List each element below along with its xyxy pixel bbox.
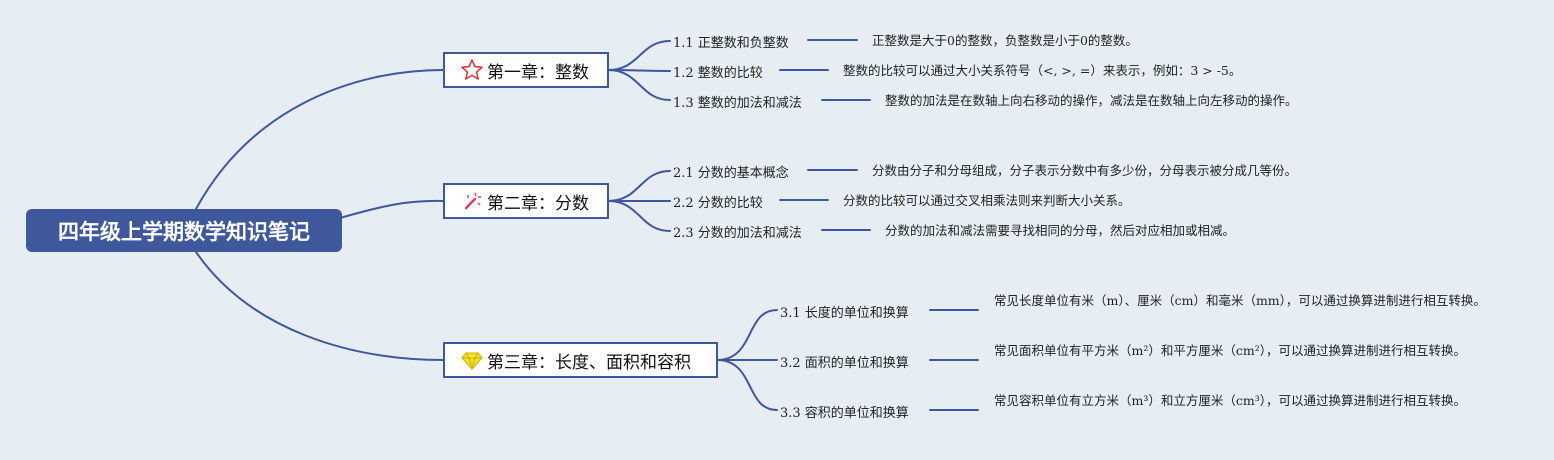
star-icon bbox=[460, 58, 484, 82]
chapter-3-title: 第三章：长度、面积和容积 bbox=[487, 352, 691, 373]
topic-3-1[interactable]: 3.1 长度的单位和换算 bbox=[780, 306, 909, 321]
topic-1-2-desc: 整数的比较可以通过大小关系符号（<, >, =）来表示，例如：3 > -5。 bbox=[843, 63, 1242, 78]
ch2-branch-1 bbox=[607, 170, 671, 202]
root-link-ch3 bbox=[195, 251, 445, 361]
topic-3-3-desc: 常见容积单位有立方米（m³）和立方厘米（cm³），可以通过换算进制进行相互转换。 bbox=[994, 393, 1466, 408]
topic-2-1[interactable]: 2.1 分数的基本概念 bbox=[673, 166, 789, 181]
topic-1-2[interactable]: 1.2 整数的比较 bbox=[673, 66, 763, 81]
topic-3-1-desc: 常见长度单位有米（m）、厘米（cm）和毫米（mm），可以通过换算进制进行相互转换… bbox=[994, 293, 1486, 308]
topic-1-1[interactable]: 1.1 正整数和负整数 bbox=[673, 36, 789, 51]
topic-1-1-desc: 正整数是大于0的整数，负整数是小于0的整数。 bbox=[872, 33, 1138, 48]
ch1-branch-3 bbox=[607, 69, 671, 101]
chapter-3-node[interactable]: 第三章：长度、面积和容积 bbox=[443, 342, 718, 378]
diamond-icon bbox=[460, 348, 484, 372]
chapter-1-node[interactable]: 第一章：整数 bbox=[443, 52, 609, 88]
ch3-branch-3 bbox=[716, 359, 778, 411]
topic-1-3[interactable]: 1.3 整数的加法和减法 bbox=[673, 96, 802, 111]
topic-2-3[interactable]: 2.3 分数的加法和减法 bbox=[673, 226, 802, 241]
topic-3-2[interactable]: 3.2 面积的单位和换算 bbox=[780, 356, 909, 371]
root-link-ch1 bbox=[195, 69, 445, 210]
topic-2-3-desc: 分数的加法和减法需要寻找相同的分母，然后对应相加或相减。 bbox=[885, 223, 1236, 238]
ch1-branch-1 bbox=[607, 40, 671, 71]
ch2-branch-3 bbox=[607, 200, 671, 232]
root-title: 四年级上学期数学知识笔记 bbox=[58, 219, 310, 244]
root-node[interactable]: 四年级上学期数学知识笔记 bbox=[26, 209, 342, 252]
topic-3-2-desc: 常见面积单位有平方米（m²）和平方厘米（cm²），可以通过换算进制进行相互转换。 bbox=[994, 343, 1466, 358]
chapter-2-title: 第二章：分数 bbox=[487, 193, 589, 214]
root-link-ch2 bbox=[339, 199, 445, 219]
ch3-branch-1 bbox=[716, 309, 778, 361]
topic-2-2[interactable]: 2.2 分数的比较 bbox=[673, 196, 763, 211]
chapter-2-node[interactable]: 第二章：分数 bbox=[443, 183, 609, 219]
topic-2-2-desc: 分数的比较可以通过交叉相乘法则来判断大小关系。 bbox=[843, 193, 1131, 208]
topic-3-3[interactable]: 3.3 容积的单位和换算 bbox=[780, 406, 909, 421]
chapter-1-title: 第一章：整数 bbox=[487, 62, 589, 83]
magic-wand-icon bbox=[460, 189, 484, 213]
topic-1-3-desc: 整数的加法是在数轴上向右移动的操作，减法是在数轴上向左移动的操作。 bbox=[885, 93, 1298, 108]
topic-2-1-desc: 分数由分子和分母组成，分子表示分数中有多少份，分母表示被分成几等份。 bbox=[872, 163, 1298, 178]
